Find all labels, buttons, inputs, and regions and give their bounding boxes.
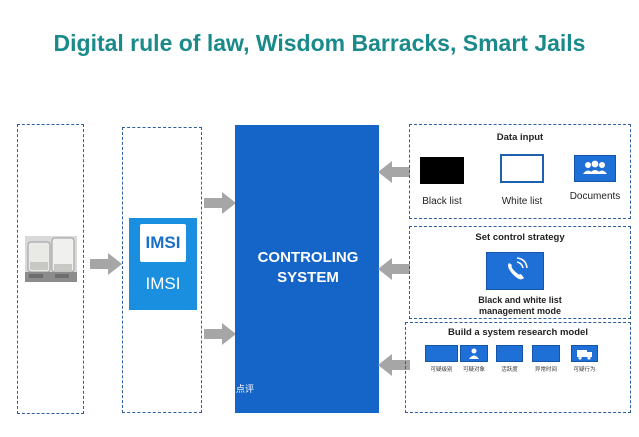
white-list-icon: [500, 154, 544, 183]
research-item-label-3: 活跃度: [501, 367, 518, 373]
strategy-label-line2: management mode: [478, 306, 562, 316]
arrow-input-to-control: [378, 161, 410, 188]
arrow-research-to-control: [378, 354, 410, 381]
controlling-system-box: [235, 125, 379, 413]
imsi-tile: IMSI IMSI: [129, 218, 197, 310]
strategy-label: Black and white list management mode: [409, 295, 631, 317]
arrow-imsi-to-control-top: [204, 192, 236, 219]
strategy-label-line1: Black and white list: [478, 295, 562, 305]
device-panel: [17, 124, 84, 414]
suspicious-behavior-icon: [571, 345, 598, 362]
arrow-device-to-imsi: [90, 253, 122, 280]
suspicion-level-icon: [425, 345, 458, 362]
white-list-label: White list: [501, 196, 543, 207]
documents-label: Documents: [569, 191, 621, 202]
research-item-label-1: 可疑级别: [430, 367, 453, 373]
phone-signal-icon: [486, 252, 544, 290]
black-list-label: Black list: [422, 196, 462, 207]
black-list-icon: [420, 157, 464, 184]
research-item-label-2: 可疑对象: [462, 367, 485, 373]
page-title: Digital rule of law, Wisdom Barracks, Sm…: [53, 30, 586, 56]
imsi-label: IMSI: [145, 274, 181, 293]
research-model-title: Build a system research model: [448, 327, 588, 338]
controlling-note: 点评: [236, 384, 255, 394]
controlling-line1: CONTROLING: [257, 249, 359, 266]
documents-icon: [574, 155, 616, 182]
data-input-title: Data input: [496, 132, 544, 143]
imsi-badge: IMSI: [140, 224, 186, 262]
imsi-badge-text: IMSI: [145, 233, 181, 252]
control-strategy-title: Set control strategy: [475, 232, 565, 243]
arrow-imsi-to-control-bottom: [204, 323, 236, 350]
detection-device-icon: [25, 236, 77, 282]
research-item-label-5: 可疑行为: [573, 367, 596, 373]
research-item-label-4: 异常时间: [534, 367, 557, 373]
research-model-panel: [405, 322, 631, 413]
arrow-strategy-to-control: [378, 258, 410, 285]
data-input-panel: [409, 124, 631, 219]
controlling-system-label: CONTROLING SYSTEM: [236, 248, 380, 288]
controlling-line2: SYSTEM: [277, 269, 339, 286]
suspect-icon: [460, 345, 488, 362]
imsi-panel: [122, 127, 202, 413]
activity-icon: [496, 345, 523, 362]
control-strategy-panel: [409, 226, 631, 319]
abnormal-time-icon: [532, 345, 560, 362]
